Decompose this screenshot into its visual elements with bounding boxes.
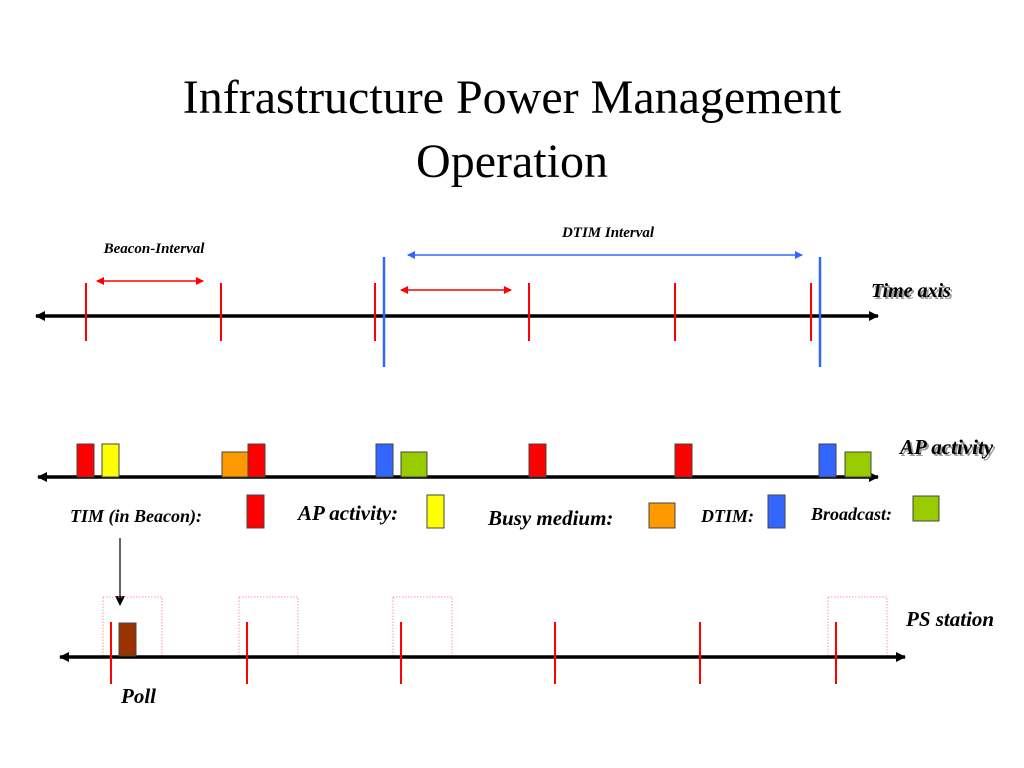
dtim-interval-label: DTIM Interval [561,225,655,241]
legend-label-busy-medium: Busy medium: [487,506,613,530]
tim-beacon-block [247,443,266,478]
poll-label: Poll [120,684,156,708]
ap-activity-row-label-shadow: AP activity [900,437,996,461]
time-axis-label-shadow: Time axis [873,282,953,304]
slide-title-line-2: Operation [416,135,608,188]
ap-activity-block [101,443,120,478]
tim-beacon-block [76,443,95,478]
ap-activity-row-label: AP activity [898,435,994,459]
legend-swatch-busy-medium [648,502,676,529]
legend-swatch-ap-activity [426,494,445,529]
time-axis-label: Time axis [871,280,951,302]
poll-block [118,622,137,657]
time-axis-row: Beacon-Interval DTIM Interval Time axis … [35,225,953,367]
busy-medium-block [221,451,249,478]
dtim-block [375,443,394,478]
broadcast-block [400,451,428,478]
broadcast-block [844,451,872,478]
legend-label-dtim: DTIM: [700,506,754,526]
legend-label-ap-activity: AP activity: [296,501,398,525]
tim-beacon-block [528,443,547,478]
ps-station-row: Poll PS station [59,538,994,708]
beacon-interval-label: Beacon-Interval [103,241,206,257]
ps-station-label: PS station [905,607,994,631]
legend-label-broadcast: Broadcast: [810,504,892,524]
ap-activity-row: AP activity AP activity [37,435,996,482]
dtim-block [818,443,837,478]
legend-label-tim: TIM (in Beacon): [70,506,202,527]
legend-swatch-broadcast [912,495,940,522]
slide-title-line-1: Infrastructure Power Management [182,71,842,124]
legend-swatch-dtim [767,494,786,529]
tim-beacon-block [674,443,693,478]
slide-title: Infrastructure Power Management Operatio… [0,66,1024,194]
legend-swatch-tim [246,494,265,529]
legend: TIM (in Beacon): AP activity: Busy mediu… [70,494,940,530]
